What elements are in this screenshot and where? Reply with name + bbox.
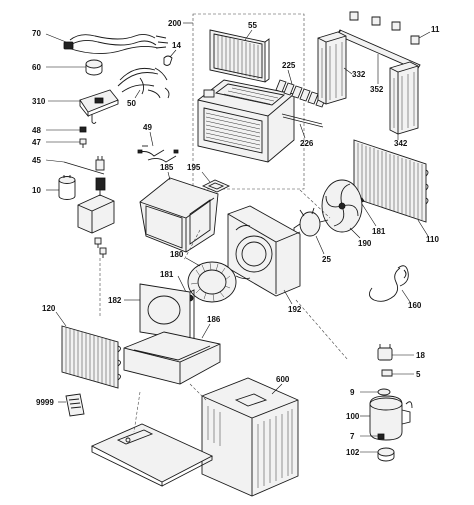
air-duct[interactable] — [139, 177, 219, 253]
outer-cabinet[interactable] — [201, 377, 299, 497]
control-board[interactable] — [79, 89, 119, 124]
drain-tube[interactable] — [369, 265, 409, 302]
condenser-fan-blade[interactable] — [321, 179, 363, 233]
label-18: 18 — [416, 351, 425, 360]
label-342: 342 — [394, 139, 408, 148]
drain-pan[interactable] — [123, 331, 221, 385]
knob[interactable] — [85, 59, 103, 76]
label-310: 310 — [32, 97, 46, 106]
front-grille[interactable] — [197, 79, 295, 163]
label-10: 10 — [32, 186, 41, 195]
label-160: 160 — [408, 301, 422, 310]
compressor-mount[interactable] — [377, 447, 395, 462]
sensor-wire[interactable] — [63, 156, 105, 175]
wire-connectors[interactable] — [137, 145, 179, 163]
label-186: 186 — [207, 315, 221, 324]
label-225: 225 — [282, 61, 296, 70]
clip[interactable] — [163, 55, 173, 66]
blower-wheel[interactable] — [187, 261, 237, 303]
evaporator-coil[interactable] — [61, 325, 121, 389]
capacitor[interactable] — [58, 175, 76, 200]
fan-shroud[interactable] — [227, 205, 301, 297]
label-55: 55 — [248, 21, 257, 30]
label-5: 5 — [416, 370, 421, 379]
control-bracket[interactable] — [77, 177, 115, 258]
label-352: 352 — [370, 85, 384, 94]
label-70: 70 — [32, 29, 41, 38]
label-192: 192 — [288, 305, 302, 314]
label-45: 45 — [32, 156, 41, 165]
label-182: 182 — [108, 296, 122, 305]
mounting-nut[interactable] — [377, 433, 385, 440]
label-181-lower: 181 — [160, 270, 174, 279]
group-200-dashed-outline — [192, 13, 305, 190]
label-180: 180 — [170, 250, 184, 259]
thermistor[interactable] — [79, 138, 87, 148]
label-14: 14 — [172, 41, 181, 50]
label-9999: 9999 — [36, 398, 54, 407]
label-50: 50 — [127, 99, 136, 108]
label-195: 195 — [187, 163, 201, 172]
side-curtain-right[interactable] — [389, 61, 419, 135]
label-181-upper: 181 — [372, 227, 386, 236]
grommet[interactable] — [377, 388, 391, 396]
label-600: 600 — [276, 375, 290, 384]
label-25: 25 — [322, 255, 331, 264]
overload-protector[interactable] — [377, 344, 393, 361]
label-332: 332 — [352, 70, 366, 79]
power-cord[interactable] — [63, 33, 169, 54]
label-226: 226 — [300, 139, 314, 148]
foam-seal[interactable] — [201, 179, 231, 193]
label-11: 11 — [431, 25, 440, 34]
compressor[interactable] — [369, 395, 413, 441]
terminal-cover[interactable] — [381, 369, 393, 377]
scroll-panel[interactable] — [139, 283, 195, 341]
base-pan[interactable] — [90, 423, 214, 487]
wire-harness[interactable] — [117, 67, 170, 99]
label-200: 200 — [168, 19, 182, 28]
side-curtain-left[interactable] — [317, 31, 347, 105]
label-100: 100 — [346, 412, 360, 421]
thermistor-clip[interactable] — [79, 126, 87, 133]
label-110: 110 — [426, 235, 439, 244]
label-190: 190 — [358, 239, 372, 248]
label-9: 9 — [350, 388, 355, 397]
label-120: 120 — [42, 304, 56, 313]
label-47: 47 — [32, 138, 41, 147]
label-49: 49 — [143, 123, 152, 132]
owners-manual[interactable] — [65, 393, 85, 417]
label-185: 185 — [160, 163, 174, 172]
condenser-coil[interactable] — [353, 139, 429, 223]
label-60: 60 — [32, 63, 41, 72]
air-filter[interactable] — [209, 29, 270, 83]
label-48: 48 — [32, 126, 41, 135]
label-102: 102 — [346, 448, 360, 457]
louver-link-bar[interactable] — [281, 113, 324, 128]
mounting-brackets[interactable] — [349, 11, 420, 45]
label-7: 7 — [350, 432, 355, 441]
